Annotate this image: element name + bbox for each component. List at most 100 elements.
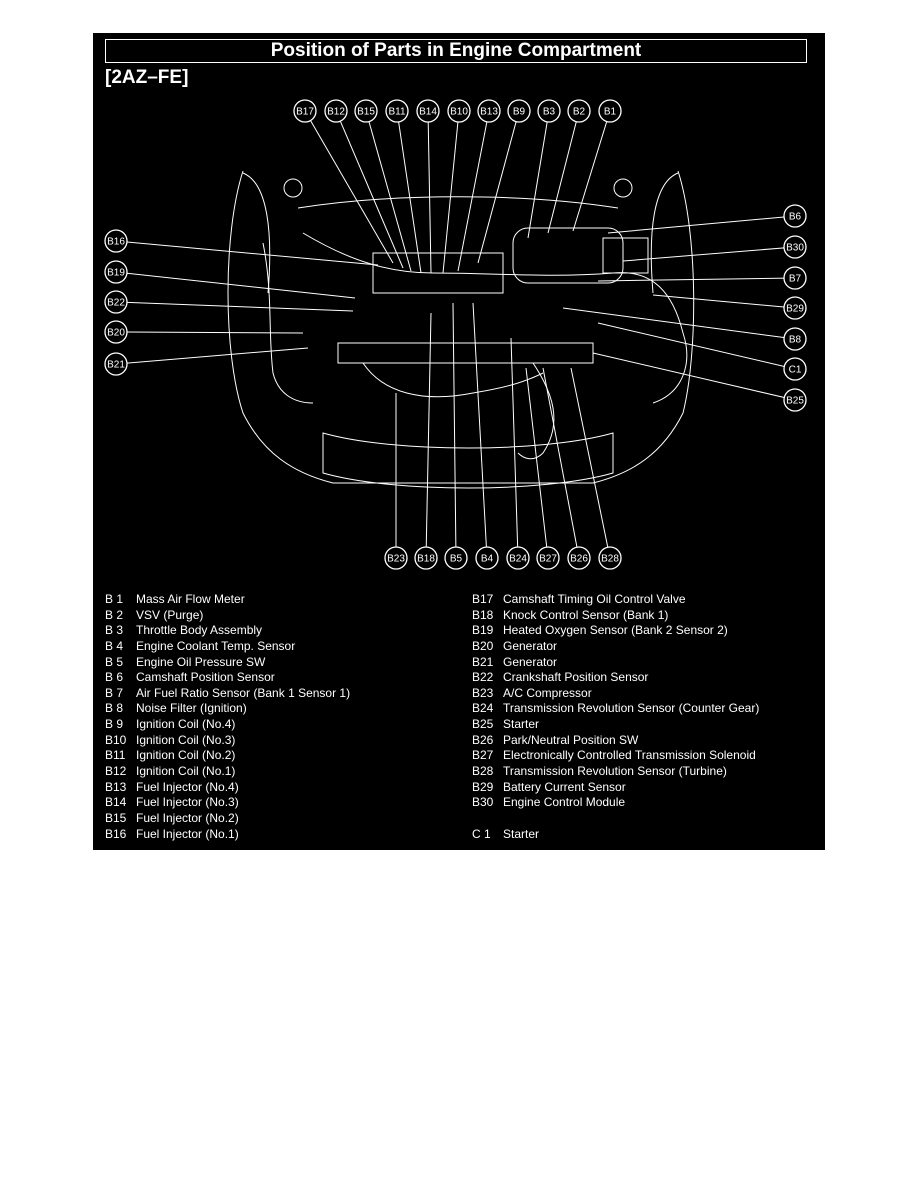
callout-circle	[385, 99, 409, 123]
legend-code: B28	[472, 764, 494, 779]
legend-row: C 1 Starter	[472, 827, 759, 843]
callout-circle	[506, 546, 530, 570]
leader-line	[622, 246, 796, 262]
left-strut-tower	[283, 178, 303, 198]
legend-code: B19	[472, 623, 494, 638]
legend-code: B23	[472, 685, 494, 700]
legend-code: C 1	[472, 826, 491, 841]
wire-harness-main	[302, 232, 688, 404]
legend-code: B10	[105, 732, 127, 747]
legend-row: B15 Fuel Injector (No.2)	[105, 811, 350, 827]
legend-label: Throttle Body Assembly	[136, 623, 263, 638]
callout-b21: B21	[104, 352, 128, 376]
callout-b16: B16	[104, 229, 128, 253]
legend-code: B20	[472, 638, 494, 653]
diagram-panel: Position of Parts in Engine Compartment …	[93, 33, 825, 850]
callout-label: B12	[327, 107, 345, 118]
callout-label: B14	[419, 107, 437, 118]
callout-b22: B22	[104, 290, 128, 314]
legend-code: B 4	[105, 638, 124, 653]
legend-label: Starter	[503, 826, 540, 841]
callout-b3: B3	[537, 99, 561, 123]
legend-label: Fuel Injector (No.4)	[136, 779, 239, 794]
legend-code: B12	[105, 764, 127, 779]
leader-line	[396, 110, 422, 274]
legend-code: B26	[472, 732, 494, 747]
callout-label: C1	[789, 365, 802, 376]
legend-code: B21	[472, 654, 494, 669]
callout-label: B26	[570, 554, 588, 565]
callout-label: B27	[539, 554, 557, 565]
callout-circle	[536, 546, 560, 570]
callout-label: B29	[786, 304, 804, 315]
callout-circle	[598, 99, 622, 123]
callout-label: B2	[573, 107, 586, 118]
callout-circle	[598, 546, 622, 570]
legend-code: B16	[105, 826, 127, 841]
legend-label: Noise Filter (Ignition)	[136, 701, 247, 716]
leader-line	[427, 110, 432, 274]
callout-label: B25	[786, 396, 804, 407]
callout-label: B24	[509, 554, 527, 565]
callout-circle	[567, 546, 591, 570]
callout-label: B22	[107, 298, 125, 309]
leader-line	[572, 110, 611, 232]
legend-code: B25	[472, 717, 494, 732]
callout-label: B30	[786, 243, 804, 254]
hood-outline	[227, 170, 695, 484]
leader-line	[592, 352, 796, 401]
callout-label: B7	[789, 274, 802, 285]
leader-line	[510, 337, 519, 559]
legend-row	[472, 811, 759, 827]
leader-line	[452, 302, 457, 559]
callout-circle	[507, 99, 531, 123]
callout-b4: B4	[475, 546, 499, 570]
legend-code: B17	[472, 592, 494, 606]
legend-label: Generator	[503, 654, 558, 669]
leader-line	[115, 301, 354, 312]
legend-label: Crankshaft Position Sensor	[503, 670, 649, 685]
legend-label: Engine Control Module	[503, 795, 626, 810]
callout-b27: B27	[536, 546, 560, 570]
legend-label: Electronically Controlled Transmission S…	[503, 748, 756, 763]
callout-label: B20	[107, 328, 125, 339]
callout-circle	[293, 99, 317, 123]
legend-label: Engine Coolant Temp. Sensor	[136, 638, 296, 653]
callout-circle	[783, 296, 807, 320]
legend-code: B15	[105, 810, 127, 825]
leader-line	[335, 110, 404, 269]
page-title: Position of Parts in Engine Compartment	[105, 39, 807, 63]
legend-label: Ignition Coil (No.2)	[136, 748, 236, 763]
legend-label: Fuel Injector (No.2)	[136, 810, 239, 825]
callout-circle	[444, 546, 468, 570]
callout-circle	[384, 546, 408, 570]
leader-line	[652, 294, 796, 309]
leader-line	[607, 215, 796, 234]
right-fender	[650, 172, 679, 294]
callout-label: B6	[789, 212, 802, 223]
callout-label: B15	[357, 107, 375, 118]
callout-circle	[783, 388, 807, 412]
intake-manifold	[512, 227, 624, 284]
callout-b28: B28	[598, 546, 622, 570]
legend-code: B 5	[105, 654, 124, 669]
callout-b26: B26	[567, 546, 591, 570]
callout-b12: B12	[324, 99, 348, 123]
legend-code: B 6	[105, 670, 124, 685]
callout-b18: B18	[414, 546, 438, 570]
callout-label: B4	[481, 554, 494, 565]
callout-circle	[447, 99, 471, 123]
ecm-box	[602, 237, 649, 274]
callout-label: B17	[296, 107, 314, 118]
callout-label: B5	[450, 554, 463, 565]
